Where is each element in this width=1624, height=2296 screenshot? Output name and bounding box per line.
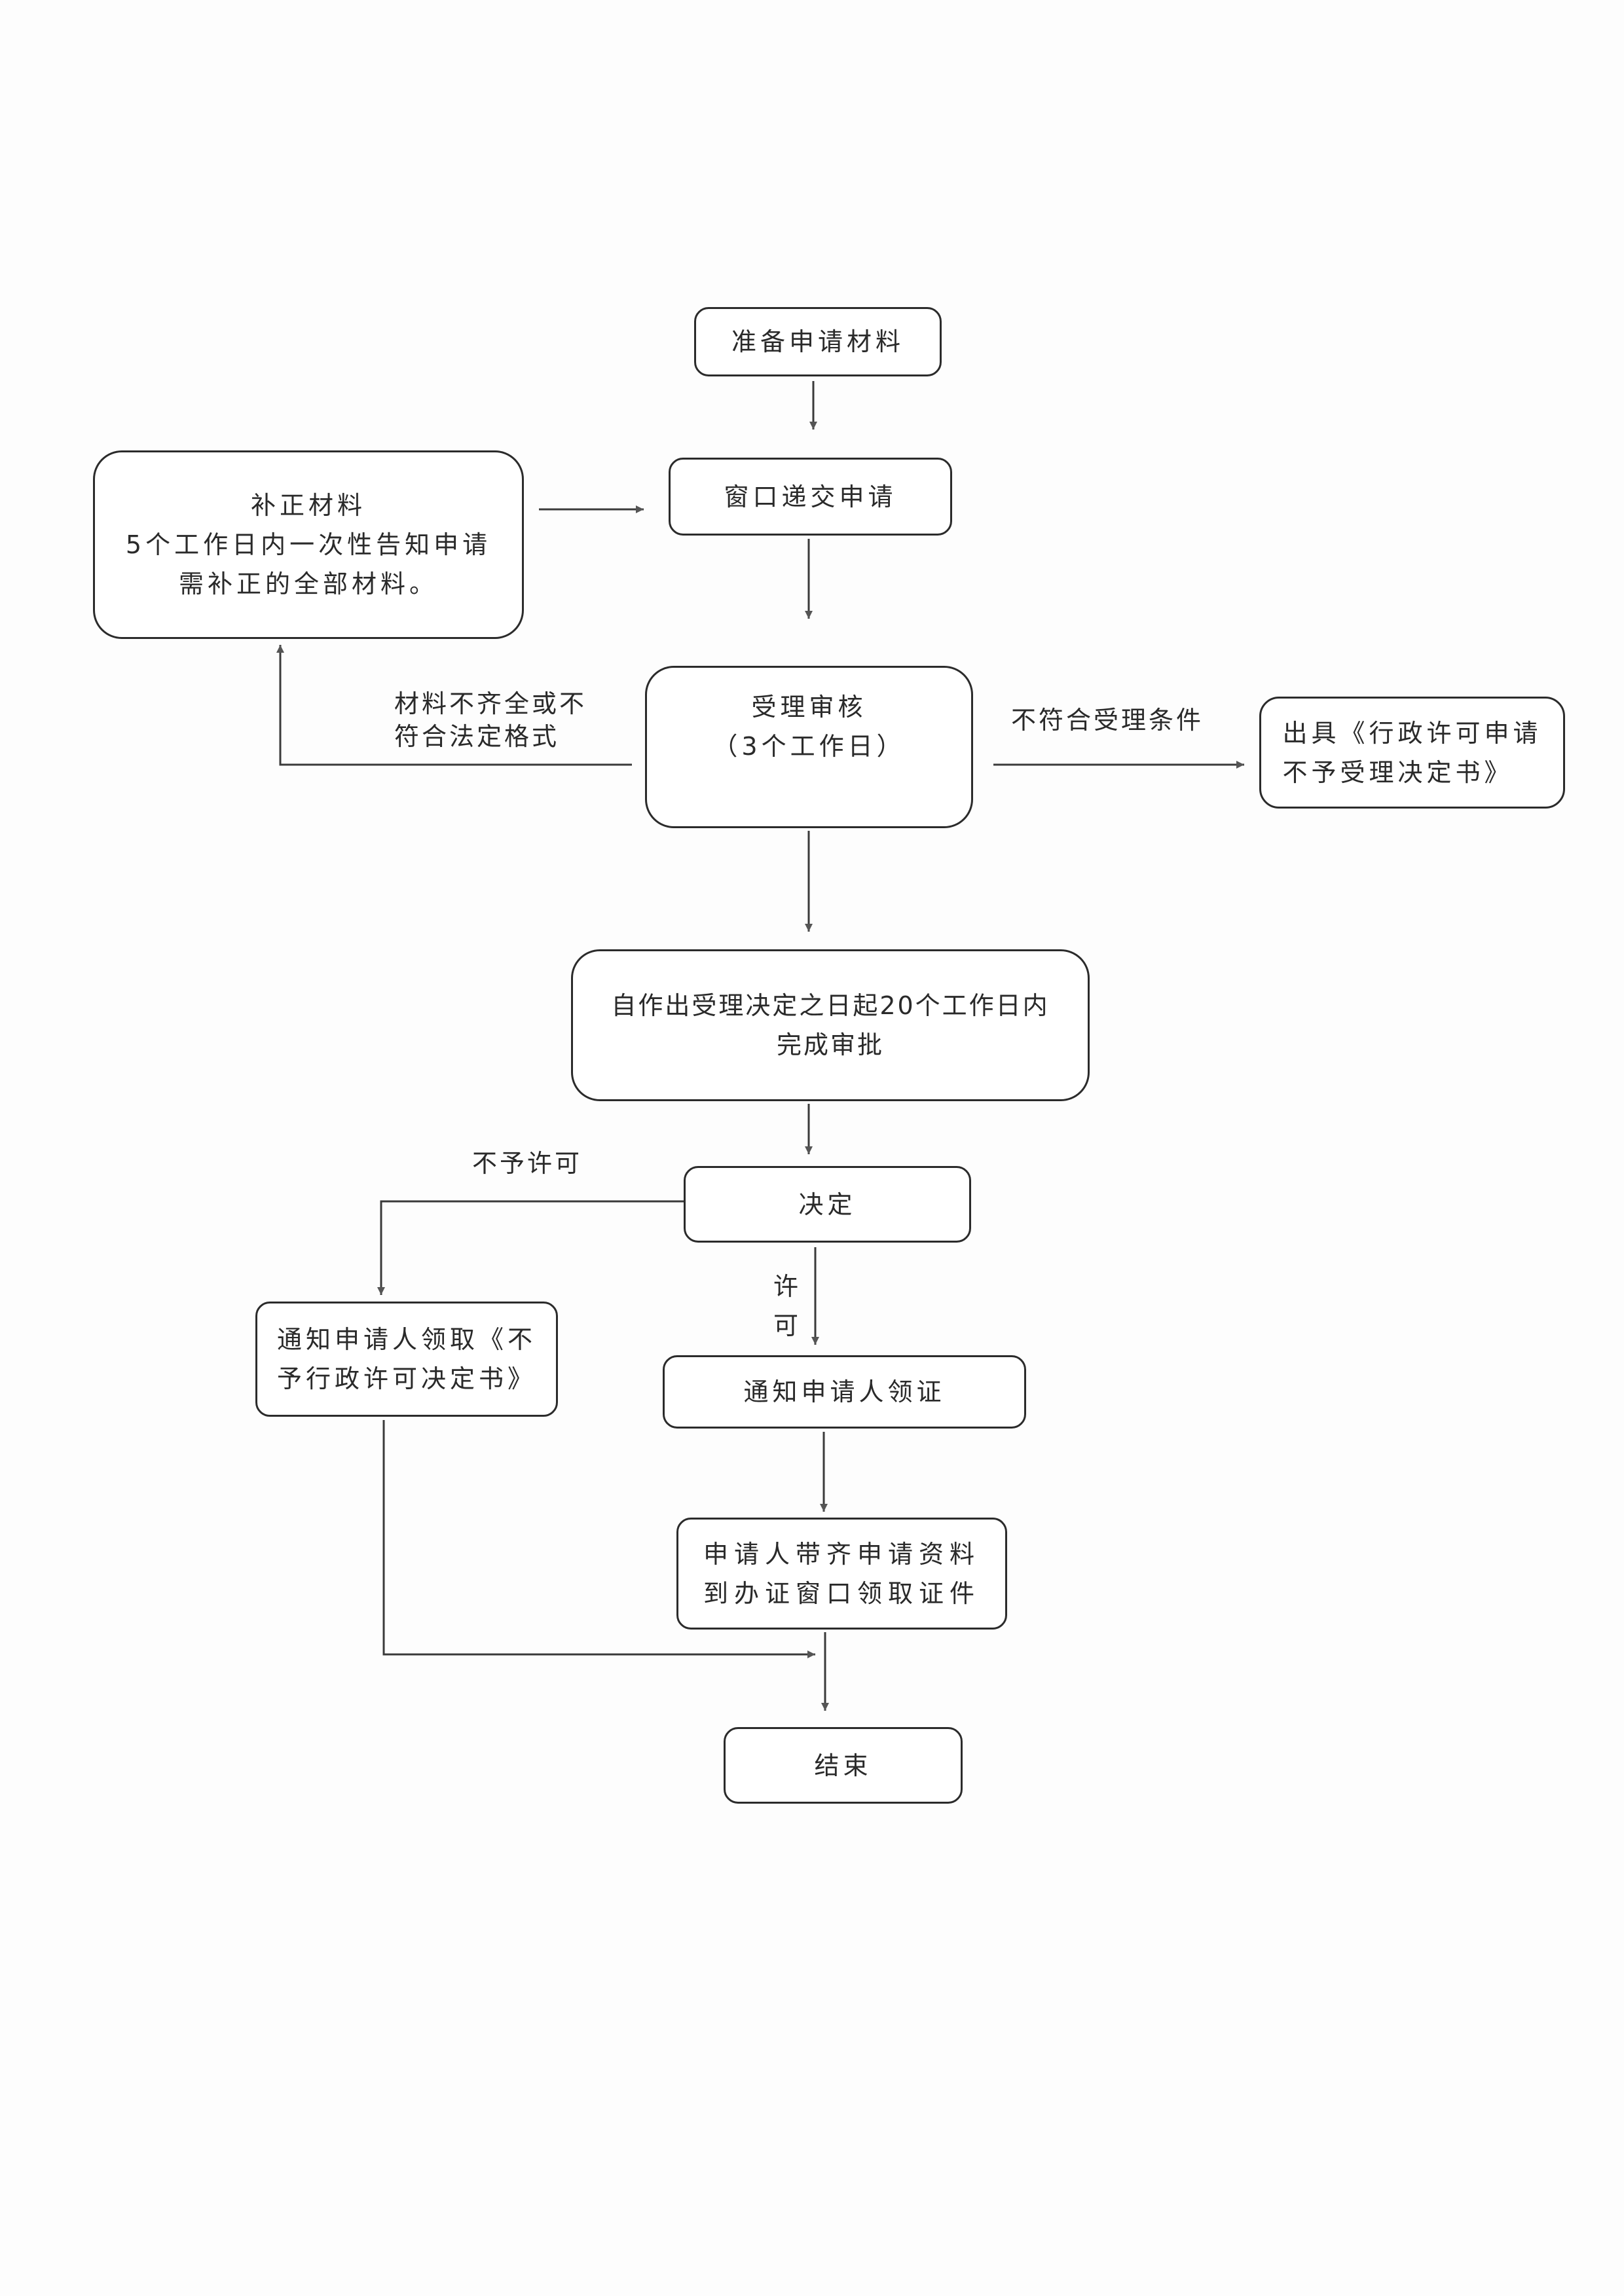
label-incomplete-materials: 材料不齐全或不 符合法定格式 — [394, 689, 587, 751]
node-notify-collect-text: 通知申请人领证 — [743, 1377, 946, 1406]
node-end-text: 结束 — [814, 1751, 872, 1780]
node-issue-rejection-notice: 出具《行政许可申请 不予受理决定书》 — [1259, 697, 1565, 809]
node-acceptance-review: 受理审核 （3个工作日） — [645, 666, 973, 828]
node-prepare-materials-text: 准备申请材料 — [731, 327, 904, 356]
node-issue-rejection-notice-text: 出具《行政许可申请 不予受理决定书》 — [1282, 718, 1542, 787]
arrow-review-to-supplement — [276, 645, 632, 766]
node-acceptance-review-text: 受理审核 （3个工作日） — [712, 693, 906, 761]
node-approval-period-text: 自作出受理决定之日起20个工作日内 完成审批 — [611, 991, 1050, 1059]
node-supplement-materials-text: 补正材料 5个工作日内一次性告知申请 需补正的全部材料。 — [125, 491, 492, 598]
node-window-submit: 窗口递交申请 — [669, 458, 952, 536]
node-notify-collect: 通知申请人领证 — [663, 1355, 1026, 1429]
node-supplement-materials: 补正材料 5个工作日内一次性告知申请 需补正的全部材料。 — [93, 450, 524, 639]
arrow-decision-to-deny-notice — [377, 1200, 684, 1295]
node-notify-denial: 通知申请人领取《不 予行政许可决定书》 — [255, 1302, 558, 1417]
label-permitted: 许 可 — [773, 1272, 801, 1340]
node-collect-certificate-text: 申请人带齐申请资料 到办证窗口领取证件 — [703, 1539, 980, 1608]
node-decision: 决定 — [684, 1166, 971, 1243]
arrow-deny-notice-to-merge — [382, 1420, 815, 1658]
label-not-permitted: 不予许可 — [472, 1149, 583, 1178]
node-prepare-materials: 准备申请材料 — [694, 307, 942, 376]
node-decision-text: 决定 — [798, 1190, 857, 1219]
node-notify-denial-text: 通知申请人领取《不 予行政许可决定书》 — [276, 1325, 536, 1393]
node-collect-certificate: 申请人带齐申请资料 到办证窗口领取证件 — [676, 1518, 1007, 1630]
node-end: 结束 — [724, 1727, 963, 1804]
node-approval-period: 自作出受理决定之日起20个工作日内 完成审批 — [571, 949, 1090, 1101]
node-window-submit-text: 窗口递交申请 — [724, 482, 897, 511]
label-not-eligible: 不符合受理条件 — [1011, 706, 1204, 735]
